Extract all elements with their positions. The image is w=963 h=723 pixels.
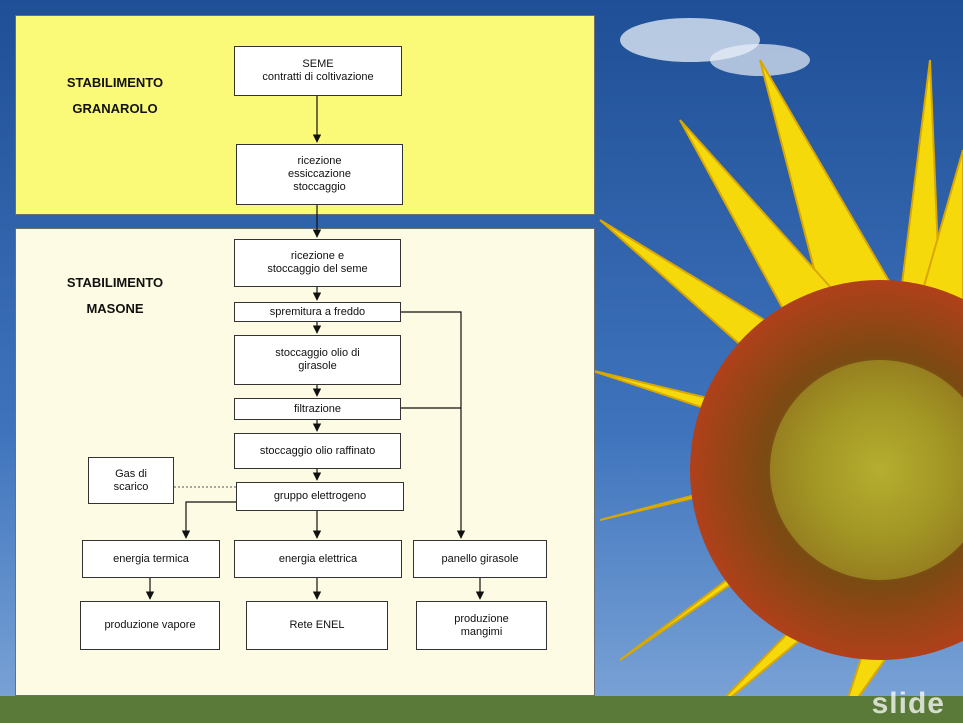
produzione-mangimi-box: produzione mangimi: [416, 601, 547, 650]
seme-box: SEME contratti di coltivazione: [234, 46, 402, 96]
stoccaggio-raffinato-box: stoccaggio olio raffinato: [234, 433, 401, 469]
spremitura-box: spremitura a freddo: [234, 302, 401, 322]
energia-termica-box: energia termica: [82, 540, 220, 578]
rete-enel-box: Rete ENEL: [246, 601, 388, 650]
filtrazione-box: filtrazione: [234, 398, 401, 420]
gas-scarico-box: Gas di scarico: [88, 457, 174, 504]
stoccaggio-olio-box: stoccaggio olio di girasole: [234, 335, 401, 385]
gruppo-elettrogeno-box: gruppo elettrogeno: [236, 482, 404, 511]
slide-watermark: slide: [871, 687, 945, 720]
produzione-vapore-box: produzione vapore: [80, 601, 220, 650]
plant-title-masone: STABILIMENTO MASONE: [66, 275, 164, 316]
ricezione-masone-box: ricezione e stoccaggio del seme: [234, 239, 401, 287]
plant-title-granarolo: STABILIMENTO GRANAROLO: [66, 75, 164, 116]
energia-elettrica-box: energia elettrica: [234, 540, 402, 578]
ricezione-granarolo-box: ricezione essiccazione stoccaggio: [236, 144, 403, 205]
panello-box: panello girasole: [413, 540, 547, 578]
